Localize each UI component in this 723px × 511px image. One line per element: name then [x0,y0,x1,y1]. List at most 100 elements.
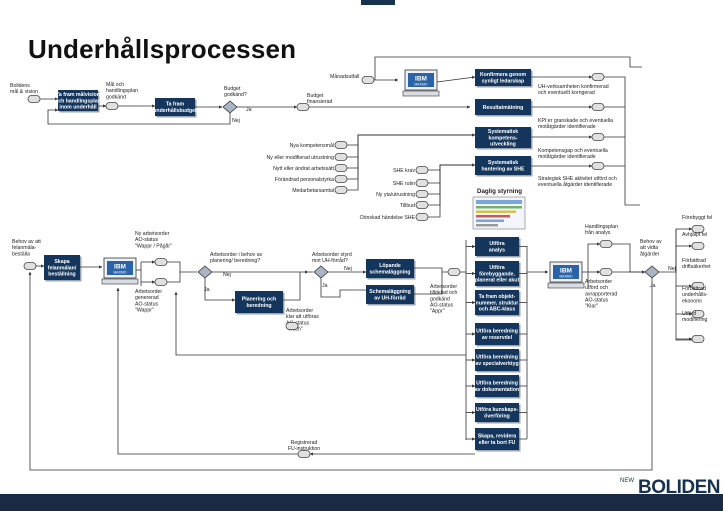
outputs-bus [675,229,692,341]
she-line-1 [428,164,475,184]
behov-diamond [197,265,213,279]
mal-oval [105,102,119,110]
box-u4 [475,323,519,345]
ibm-mid-display [107,261,133,275]
feedback-mid [174,291,466,356]
she-oval-4 [415,213,429,221]
connector-line [47,108,231,125]
ja-label-2: Ja [322,283,328,289]
handling-oval [599,240,613,248]
box-skapa [44,255,80,280]
connector-line [436,75,476,83]
she-line-4 [428,164,475,218]
merge-1 [167,261,197,273]
strat-oval [591,162,605,170]
komp-oval [591,133,605,141]
ibm-top-keyboard [402,90,440,97]
box-planering [235,291,283,313]
dashboard-head [476,200,522,204]
ibm-bottom-display [553,265,579,279]
dashboard-row [476,224,498,227]
box-u7-label: Utföra kunskaps-överföring [476,407,519,419]
ibm-mid-keyboard [101,278,139,285]
gen-ao-oval [154,278,168,286]
box-u7 [475,403,519,422]
input-line-4 [347,134,475,191]
input-line-2 [347,134,475,169]
input-oval-4 [334,186,348,194]
ja-label-budget: Ja [246,107,252,113]
nej-label-2: Nej [344,266,352,272]
manadsutfall-oval [361,76,375,84]
ibm-bottom-maximo-text: MAXIMO [560,275,573,279]
dashboard-row [476,206,522,209]
input-line-0 [347,133,476,146]
box-resultat [475,99,531,115]
vidta-diamond [644,265,660,279]
output-label-0: Förebyggt fel [682,215,712,221]
utford-oval [599,268,613,276]
ibm-bottom-ibm-text: IBM [560,268,572,275]
box-kompetens [475,127,531,148]
manadsutfall-label: Månadsutfall [330,73,359,80]
box-u6 [475,375,519,397]
she-line-0 [428,163,476,171]
input-oval-0 [334,141,348,149]
she-label-2: Ny yta/utrustning [376,192,415,198]
nej-label-budget: Nej [232,118,240,124]
input-label-4: Medarbetarsamtal [292,188,334,194]
she-oval-0 [415,166,429,174]
box-budget [155,98,195,116]
registrerad-oval [297,450,311,458]
merge-2 [167,272,181,283]
ny-ao-oval [154,258,168,266]
box-lopande [366,259,414,278]
input-label-1: Ny eller modifierad utrustning [267,155,335,161]
box-schema-uh [366,285,414,304]
ibm-bottom-keyboard [547,282,585,289]
dashboard-row [476,219,504,222]
connector-line [204,278,236,302]
loop-top [374,56,642,80]
input-label-0: Nya kompetensmål [290,142,334,149]
konfirm-oval [591,73,605,81]
box-u5 [475,349,519,371]
she-oval-3 [415,201,429,209]
bottom-loop [28,271,653,471]
ibm-mid-maximo-text: MAXIMO [114,271,127,275]
input-oval-3 [334,175,348,183]
she-label-3: Tillbud [400,203,415,209]
start-oval [27,95,41,103]
input-line-1 [347,134,475,158]
nej-label-3: Nej [668,266,676,272]
dashboard-row [476,215,510,218]
plan-back [283,272,301,301]
she-label-0: SHE krav [393,168,415,174]
input-oval-1 [334,153,348,161]
tilldelad-oval [447,268,461,276]
loop-right [604,76,640,206]
box-u8 [475,428,519,450]
box-u1 [475,237,519,256]
ao-klar-oval [285,322,299,330]
ibm-mid-ibm-text: IBM [114,264,126,271]
